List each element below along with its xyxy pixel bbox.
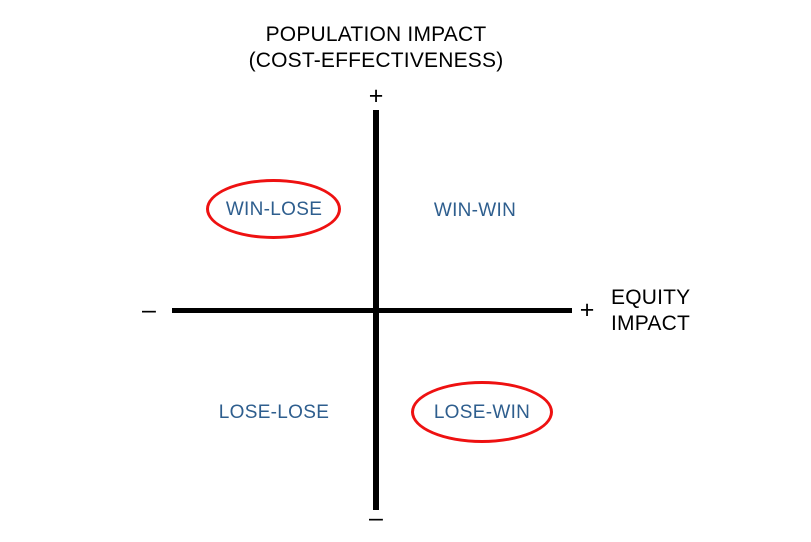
horizontal-axis-title-line1: EQUITY [611,286,691,309]
vertical-axis-title: POPULATION IMPACT (COST-EFFECTIVENESS) [0,22,752,74]
vertical-axis-title-line2: (COST-EFFECTIVENESS) [248,49,504,72]
horizontal-axis-line [172,308,572,313]
horizontal-axis-title: EQUITY IMPACT [611,285,690,337]
vertical-axis-plus-sign: + [368,82,384,110]
horizontal-axis-minus-sign: – [142,296,156,324]
vertical-axis-minus-sign: – [369,504,383,532]
vertical-axis-title-line1: POPULATION IMPACT [265,23,487,46]
highlight-ellipse-lose-win [411,381,553,443]
highlight-ellipse-win-lose [206,179,341,239]
quadrant-label-lose-lose: LOSE-LOSE [218,402,330,423]
horizontal-axis-title-line2: IMPACT [611,312,690,335]
horizontal-axis-plus-sign: + [579,296,595,324]
quadrant-label-win-win: WIN-WIN [433,200,517,221]
